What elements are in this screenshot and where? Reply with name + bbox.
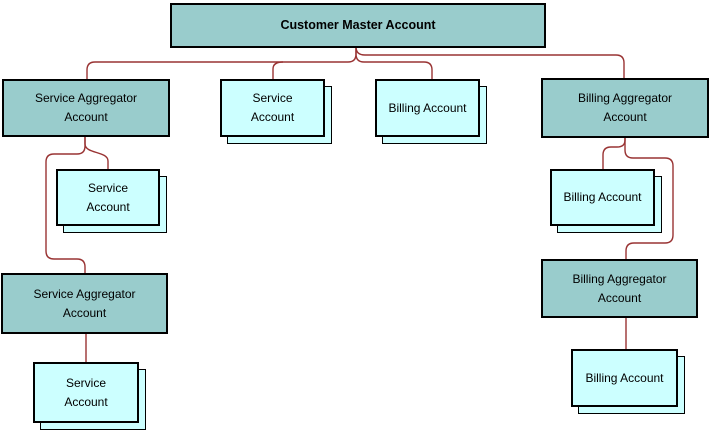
node-billing-account-2: Billing Account bbox=[550, 169, 662, 233]
node-billing-account-3: Billing Account bbox=[571, 349, 685, 414]
stacked-card: Billing Account bbox=[375, 79, 480, 137]
stacked-card: Service Account bbox=[56, 169, 160, 226]
node-service-aggregator-account-1: Service Aggregator Account bbox=[2, 79, 170, 137]
node-label: Billing Account bbox=[388, 100, 467, 115]
stacked-card: Service Account bbox=[33, 362, 139, 423]
node-billing-account-1: Billing Account bbox=[375, 79, 487, 144]
node-service-account-1: Service Account bbox=[220, 79, 332, 144]
edge-master-to-billing-aggregator bbox=[355, 46, 625, 78]
stacked-card: Billing Account bbox=[550, 169, 655, 226]
node-label: Customer Master Account bbox=[280, 18, 436, 32]
node-customer-master-account: Customer Master Account bbox=[170, 3, 546, 48]
node-label: Service Aggregator Account bbox=[33, 286, 136, 320]
node-billing-aggregator-account-2: Billing Aggregator Account bbox=[541, 259, 698, 318]
stacked-card: Service Account bbox=[220, 79, 325, 137]
edge-billing-aggregator1-to-billing-account2 bbox=[602, 138, 626, 169]
node-label: Service Account bbox=[250, 91, 295, 124]
node-service-account-3: Service Account bbox=[33, 362, 146, 430]
node-label: Service Account bbox=[86, 180, 130, 214]
node-label: Service Aggregator Account bbox=[34, 91, 138, 124]
edge-master-to-billing-account bbox=[355, 48, 433, 79]
stacked-card: Billing Account bbox=[571, 349, 678, 407]
edge-master-to-service-aggregator bbox=[86, 48, 357, 79]
edge-service-aggregator1-to-service-account2 bbox=[84, 137, 109, 169]
node-label: Billing Aggregator Account bbox=[572, 271, 667, 305]
edge-master-to-service-account bbox=[272, 61, 284, 79]
node-label: Billing Account bbox=[585, 370, 664, 385]
node-billing-aggregator-account-1: Billing Aggregator Account bbox=[541, 78, 709, 138]
edge-billing-aggregator1-to-billing-aggregator2 bbox=[624, 138, 674, 259]
node-label: Billing Aggregator Account bbox=[577, 91, 673, 124]
edge-service-aggregator1-to-service-aggregator2 bbox=[45, 137, 86, 273]
node-service-aggregator-account-2: Service Aggregator Account bbox=[1, 273, 168, 334]
node-service-account-2: Service Account bbox=[56, 169, 167, 233]
node-label: Billing Account bbox=[563, 190, 642, 204]
node-label: Service Account bbox=[64, 375, 108, 409]
